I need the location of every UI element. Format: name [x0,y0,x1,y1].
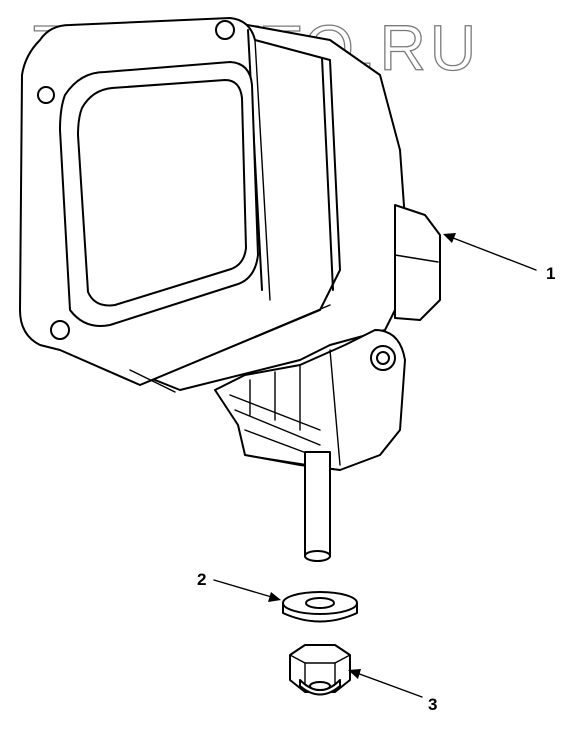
callout-label-1: 1 [546,264,555,283]
callout-2: 2 [197,570,281,602]
arrowhead-icon [268,592,281,602]
work-lamp-housing [19,17,441,393]
arrowhead-icon [443,233,456,243]
callout-label-2: 2 [197,570,206,589]
washer [282,591,358,623]
callout-3: 3 [348,669,437,714]
callout-1: 1 [443,233,555,283]
callout-label-3: 3 [428,695,437,714]
hex-nut [289,644,351,696]
mounting-stud [304,451,331,562]
arrowhead-icon [348,669,361,679]
